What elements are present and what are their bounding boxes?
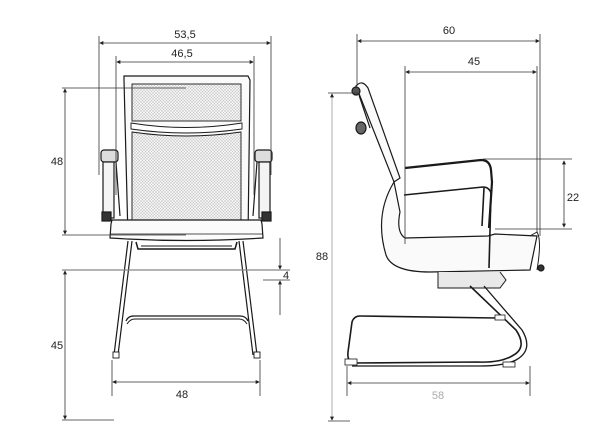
label-total-height: 88 bbox=[316, 251, 328, 263]
label-base-width: 48 bbox=[176, 389, 188, 401]
dim-base-depth bbox=[346, 366, 531, 396]
side-armrest-top bbox=[404, 158, 494, 229]
right-leg bbox=[238, 240, 258, 356]
seat-bracket bbox=[135, 241, 238, 250]
left-leg bbox=[113, 240, 133, 356]
label-seat-thickness: 4 bbox=[283, 270, 289, 282]
label-armrest-height: 22 bbox=[567, 192, 579, 204]
dim-seat-height bbox=[62, 269, 290, 421]
backrest-upper-mesh bbox=[131, 83, 242, 122]
front-chair-drawing bbox=[100, 75, 273, 359]
side-cantilever-frame bbox=[347, 285, 522, 364]
dim-armrest-height bbox=[483, 158, 572, 230]
right-armrest bbox=[252, 149, 273, 222]
label-overall-width: 53,5 bbox=[174, 29, 195, 41]
label-base-depth: 58 bbox=[432, 390, 444, 402]
side-chair-drawing bbox=[344, 82, 545, 368]
label-overall-depth: 60 bbox=[443, 25, 455, 37]
dim-overall-depth bbox=[356, 34, 541, 236]
dim-base-width bbox=[111, 360, 261, 396]
backrest-knob-middle bbox=[355, 121, 367, 135]
dim-seat-thickness bbox=[263, 238, 290, 315]
label-seat-height: 45 bbox=[51, 340, 63, 352]
dim-back-width bbox=[115, 56, 255, 195]
leg-crossbar bbox=[125, 315, 249, 322]
side-view: 60 45 88 22 58 bbox=[316, 25, 579, 422]
side-seat-bracket bbox=[437, 271, 507, 289]
side-backrest bbox=[355, 82, 401, 183]
dim-seat-depth bbox=[404, 66, 538, 244]
backrest-crossbar bbox=[130, 122, 243, 134]
side-seat-shell bbox=[380, 180, 538, 273]
front-view: 53,5 46,5 48 45 4 bbox=[51, 29, 290, 421]
label-back-width: 46,5 bbox=[171, 48, 192, 60]
label-seat-depth: 45 bbox=[468, 56, 480, 68]
label-back-height: 48 bbox=[51, 156, 63, 168]
front-seat bbox=[109, 219, 264, 242]
left-armrest bbox=[100, 149, 121, 222]
backrest-lower-mesh bbox=[131, 131, 242, 234]
dim-overall-width bbox=[98, 36, 272, 175]
dim-total-height bbox=[328, 92, 358, 422]
dim-back-height bbox=[62, 87, 186, 236]
backrest-knob-top bbox=[351, 86, 361, 96]
